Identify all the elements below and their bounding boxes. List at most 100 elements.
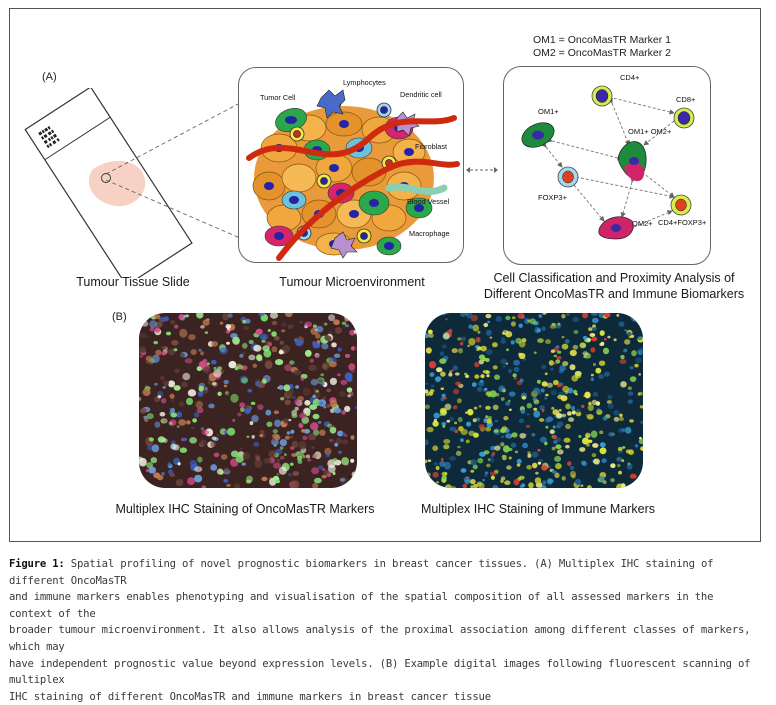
cell-nucleus (202, 319, 210, 326)
cell-nucleus (162, 386, 166, 389)
cell-nucleus (213, 369, 222, 378)
cell-nucleus (275, 359, 284, 366)
om1-cell (521, 122, 555, 148)
cell-nucleus (445, 318, 448, 321)
cell-nucleus (428, 361, 437, 369)
cell-nucleus (310, 378, 319, 386)
cell-nucleus (305, 454, 311, 459)
cell-nucleus (556, 413, 563, 419)
cell-nucleus (212, 382, 217, 386)
cell-nucleus (335, 437, 343, 445)
cell-nucleus (201, 485, 206, 488)
figure-caption-lead: Figure 1: (9, 558, 65, 570)
cell-nucleus (151, 444, 160, 453)
cell-nucleus (588, 327, 593, 331)
cell-nucleus (485, 415, 488, 419)
cell-nucleus (301, 428, 306, 433)
cell-nucleus (167, 380, 176, 388)
cell-nucleus (457, 348, 463, 354)
cell-nucleus (556, 421, 564, 427)
cell-nucleus (619, 416, 624, 421)
cell-nucleus (455, 372, 460, 376)
cell-nucleus (500, 428, 507, 434)
cell-nucleus (299, 320, 303, 324)
cell-nucleus (200, 439, 207, 446)
cell-nucleus (490, 446, 496, 451)
cell-nucleus (312, 453, 318, 458)
cell-nucleus (607, 402, 614, 409)
cell-nucleus (548, 360, 554, 366)
cell-nucleus (599, 447, 607, 455)
cell-nucleus (186, 420, 191, 425)
cell-nucleus (629, 366, 634, 370)
cell-nucleus (582, 313, 589, 319)
cell-nucleus (472, 324, 480, 332)
cell-nucleus (232, 418, 236, 422)
cell-nucleus (619, 359, 627, 364)
cell-nucleus (281, 322, 287, 327)
cell-nucleus (572, 389, 578, 395)
cell-nucleus (157, 395, 162, 399)
cell-nucleus (302, 387, 311, 396)
cell-nucleus (443, 397, 447, 400)
cell-nucleus (210, 441, 216, 448)
cell-nucleus (536, 379, 541, 384)
cell-nucleus (341, 321, 347, 325)
cell-nucleus (547, 478, 554, 484)
cell-nucleus (163, 316, 169, 322)
legend-om1: OM1 = OncoMasTR Marker 1 (533, 34, 671, 46)
cell-nucleus (208, 403, 215, 409)
immune-ihc-image (425, 313, 643, 488)
cell-nucleus (468, 430, 475, 436)
slide-caption: Tumour Tissue Slide (76, 275, 190, 289)
cell-nucleus (507, 447, 513, 452)
cell-nucleus (354, 346, 357, 350)
cell-nucleus (590, 347, 596, 353)
cell-nucleus (550, 367, 554, 371)
cell-nucleus (473, 483, 478, 488)
cell-nucleus (505, 331, 513, 338)
cell-nucleus (586, 414, 594, 420)
cell-nucleus (575, 411, 582, 417)
cell-nucleus (616, 456, 622, 462)
cell-nucleus (486, 329, 492, 336)
cell-nucleus (181, 381, 188, 388)
cell-nucleus (549, 429, 555, 434)
oncomastr-image-caption: Multiplex IHC Staining of OncoMasTR Mark… (115, 502, 375, 516)
cell-nucleus (139, 408, 147, 414)
cell-nucleus (255, 328, 263, 335)
figure-caption: Figure 1: Spatial profiling of novel pro… (9, 556, 759, 705)
cell-nucleus (511, 432, 518, 438)
cell-nucleus (478, 354, 486, 360)
cell-nucleus (501, 435, 505, 438)
cell-nucleus (440, 387, 444, 390)
om2-label: OM2+ (632, 219, 653, 228)
cell-nucleus (200, 427, 205, 431)
cell-nucleus (512, 373, 517, 378)
cell-nucleus (334, 353, 341, 358)
cell-nucleus (160, 345, 166, 350)
cell-nucleus (246, 435, 250, 438)
cell-nucleus (283, 418, 289, 424)
cell-nucleus (312, 394, 316, 398)
cell-nucleus (194, 474, 203, 483)
cell-nucleus (592, 317, 599, 324)
cell-nucleus (586, 485, 592, 488)
cell-nucleus (167, 462, 172, 467)
cell-nucleus (425, 333, 430, 339)
cell-nucleus (637, 392, 641, 396)
cell-nucleus (219, 347, 228, 355)
cell-nucleus (332, 471, 336, 476)
cell-nucleus (285, 313, 293, 318)
cell-nucleus (308, 433, 317, 441)
cell-nucleus (558, 408, 562, 412)
cell-nucleus (346, 387, 353, 393)
cell-nucleus (321, 468, 326, 471)
cell-nucleus (308, 364, 317, 372)
cell-nucleus (322, 363, 328, 370)
cell-nucleus (257, 384, 261, 387)
cell-nucleus (310, 422, 319, 431)
tumour-microenvironment-illustration: Tumor Cell Lymphocytes Dendritic cell Fi… (246, 78, 460, 261)
cell-nucleus (516, 458, 522, 464)
cell-nucleus (254, 459, 263, 468)
